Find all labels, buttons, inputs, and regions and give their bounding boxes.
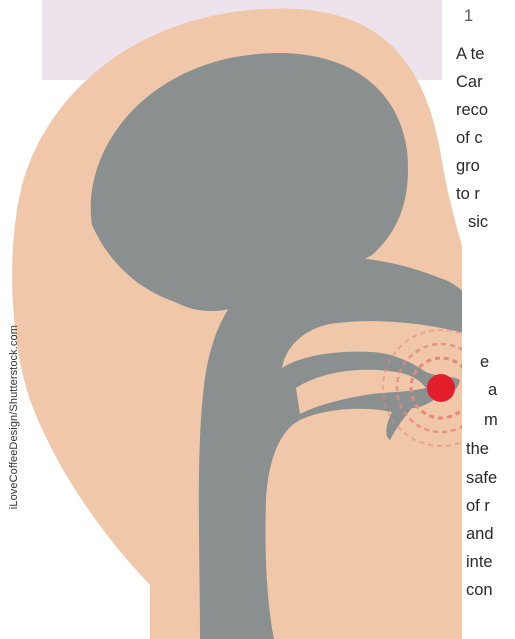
text-line: gro [456, 158, 480, 175]
text-line: safe [466, 470, 497, 487]
text-line: to r [456, 186, 480, 203]
text-line: a [488, 382, 497, 399]
text-line: Car [456, 74, 483, 91]
text-line: con [466, 582, 493, 599]
text-line: and [466, 526, 494, 543]
text-line: e [480, 354, 489, 371]
text-line: of c [456, 130, 483, 147]
text-line: 1 [464, 8, 473, 25]
text-line: of r [466, 498, 490, 515]
text-line: A te [456, 46, 484, 63]
text-column-background [462, 0, 515, 639]
text-line: the [466, 441, 489, 458]
text-line: m [484, 412, 498, 429]
image-credit: iLoveCoffeeDesign/Shutterstock.com [8, 325, 20, 509]
text-line: reco [456, 102, 488, 119]
text-line: sic [468, 214, 488, 231]
pain-point [427, 374, 455, 402]
text-line: inte [466, 554, 493, 571]
